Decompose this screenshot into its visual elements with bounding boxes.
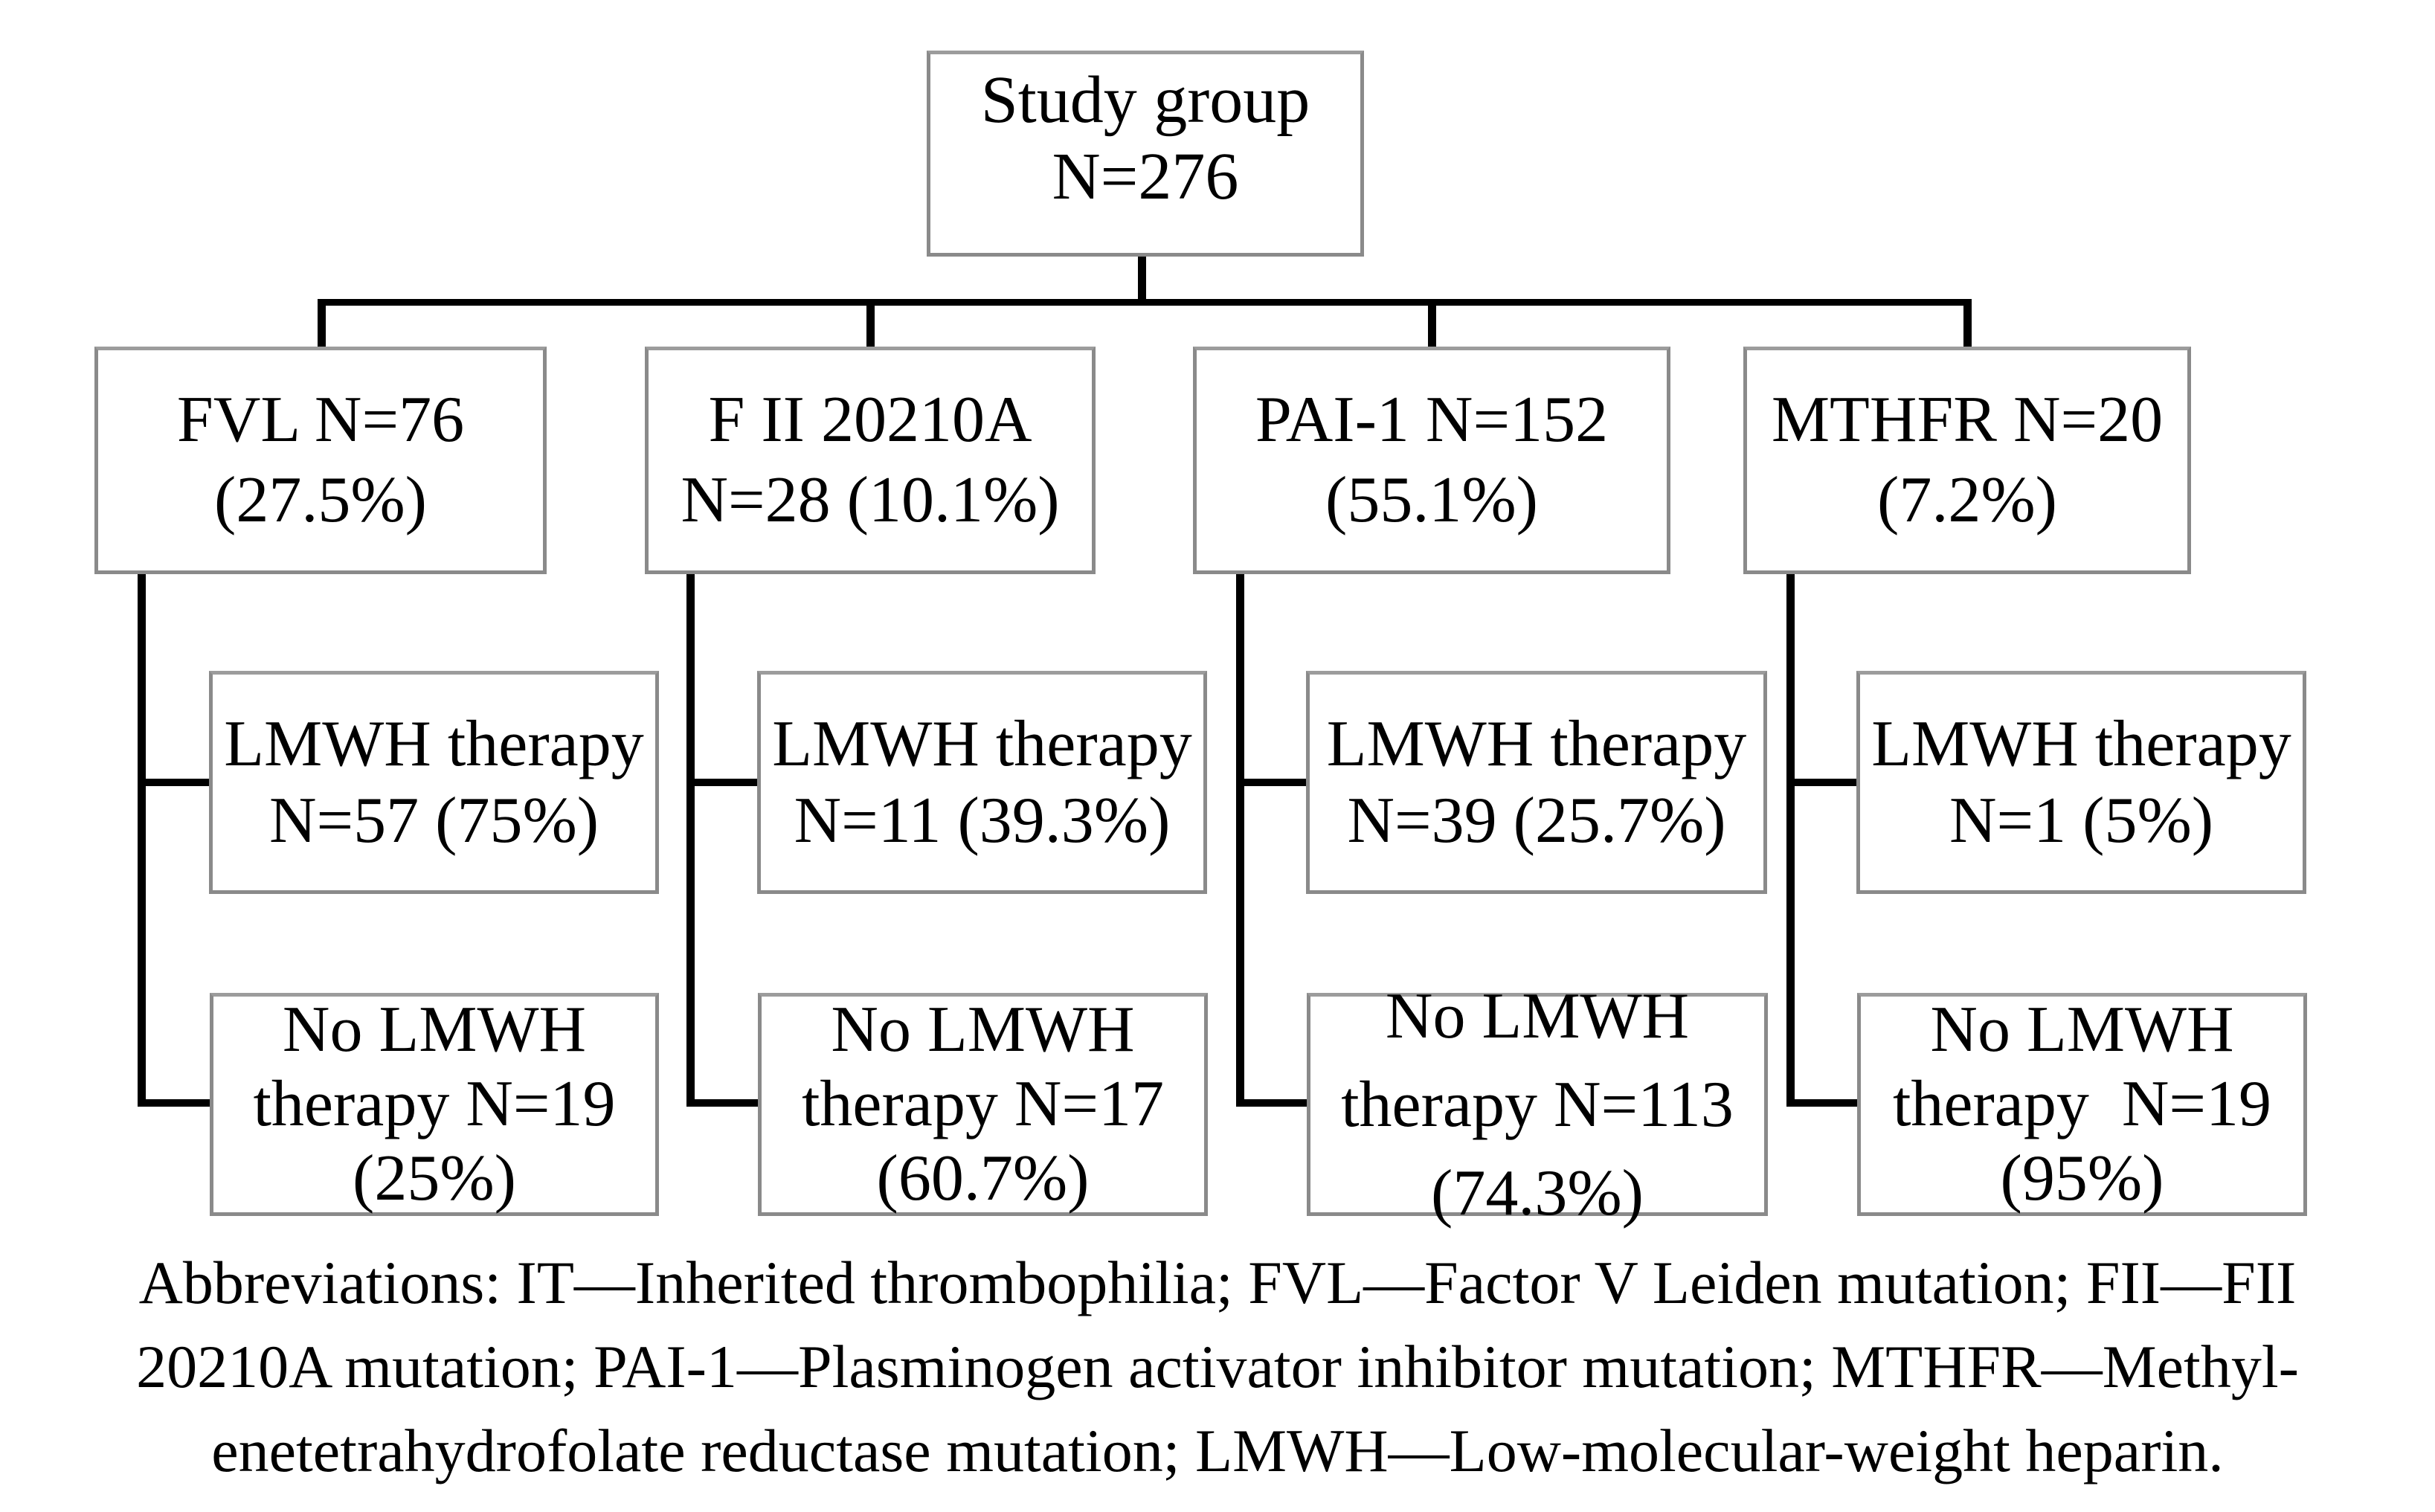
caption-line-2: 20210A mutation; PAI-1—Plasminogen activ… xyxy=(136,1333,2299,1400)
nolmwh-fii-line2: therapy N=17 xyxy=(801,1068,1165,1140)
node-lmwh-fii: LMWH therapy N=11 (39.3%) xyxy=(757,671,1207,894)
node-mthfr-group: MTHFR N=20 (7.2%) xyxy=(1743,347,2191,574)
nolmwh-fvl-line2: therapy N=19 xyxy=(253,1068,616,1140)
lmwh-fii-count: N=11 (39.3%) xyxy=(794,785,1171,857)
pai1-group-percent: (55.1%) xyxy=(1325,464,1538,536)
node-lmwh-mthfr: LMWH therapy N=1 (5%) xyxy=(1856,671,2306,894)
lmwh-fvl-count: N=57 (75%) xyxy=(268,785,599,857)
node-fii-group: F II 20210A N=28 (10.1%) xyxy=(645,347,1096,574)
mthfr-group-percent: (7.2%) xyxy=(1877,464,2057,536)
nolmwh-fvl-line1: No LMWH xyxy=(282,994,587,1066)
caption-line-1: Abbreviations: IT—Inherited thrombophili… xyxy=(138,1249,2297,1316)
connector-stub-nolmwh-col3 xyxy=(1236,1099,1310,1107)
connector-distribution-bar xyxy=(318,299,1972,306)
node-lmwh-fvl: LMWH therapy N=57 (75%) xyxy=(209,671,659,894)
fii-group-label: F II 20210A xyxy=(708,384,1032,456)
node-nolmwh-fii: No LMWH therapy N=17 (60.7%) xyxy=(758,993,1208,1216)
node-nolmwh-mthfr: No LMWH therapy N=19 (95%) xyxy=(1857,993,2307,1216)
connector-stub-lmwh-col1 xyxy=(138,779,212,786)
nolmwh-fvl-line3: (25%) xyxy=(353,1142,516,1215)
lmwh-fii-label: LMWH therapy xyxy=(772,708,1192,780)
connector-stub-nolmwh-col2 xyxy=(686,1099,761,1107)
connector-drop-fii xyxy=(866,304,875,347)
connector-drop-pai1 xyxy=(1428,304,1436,347)
lmwh-mthfr-label: LMWH therapy xyxy=(1871,708,2291,780)
connector-drop-mthfr xyxy=(1963,304,1972,347)
pai1-group-label: PAI-1 N=152 xyxy=(1255,384,1609,456)
nolmwh-pai1-line3: (74.3%) xyxy=(1431,1156,1644,1229)
nolmwh-pai1-line1: No LMWH xyxy=(1385,979,1690,1052)
nolmwh-fii-line1: No LMWH xyxy=(831,994,1135,1066)
connector-spine-col1 xyxy=(138,574,146,1107)
node-fvl-group: FVL N=76 (27.5%) xyxy=(94,347,547,574)
node-study-group: Study group N=276 xyxy=(927,51,1364,257)
node-lmwh-pai1: LMWH therapy N=39 (25.7%) xyxy=(1306,671,1767,894)
fii-group-percent: N=28 (10.1%) xyxy=(681,464,1060,536)
study-group-label: Study group xyxy=(980,62,1310,137)
connector-stub-lmwh-col3 xyxy=(1236,779,1309,786)
node-nolmwh-pai1: No LMWH therapy N=113 (74.3%) xyxy=(1307,980,1768,1229)
caption-line-3: enetetrahydrofolate reductase mutation; … xyxy=(211,1417,2224,1484)
connector-drop-fvl xyxy=(318,304,326,347)
fvl-group-percent: (27.5%) xyxy=(214,464,427,536)
connector-stub-lmwh-col2 xyxy=(686,779,760,786)
nolmwh-mthfr-line3: (95%) xyxy=(2000,1142,2164,1215)
node-pai1-group: PAI-1 N=152 (55.1%) xyxy=(1193,347,1670,574)
study-group-count: N=276 xyxy=(1052,139,1239,213)
connector-stub-lmwh-col4 xyxy=(1786,779,1859,786)
nolmwh-fii-line3: (60.7%) xyxy=(876,1142,1090,1215)
fvl-group-label: FVL N=76 xyxy=(176,384,465,456)
nolmwh-pai1-line2: therapy N=113 xyxy=(1341,1068,1734,1141)
lmwh-pai1-label: LMWH therapy xyxy=(1326,708,1747,780)
mthfr-group-label: MTHFR N=20 xyxy=(1771,384,2164,456)
lmwh-fvl-label: LMWH therapy xyxy=(224,708,644,780)
lmwh-mthfr-count: N=1 (5%) xyxy=(1949,785,2214,857)
connector-spine-col2 xyxy=(686,574,695,1107)
connector-spine-col3 xyxy=(1236,574,1244,1107)
abbreviations-caption: Abbreviations: IT—Inherited thrombophili… xyxy=(0,1241,2435,1493)
connector-stub-nolmwh-col4 xyxy=(1786,1099,1860,1107)
nolmwh-mthfr-line1: No LMWH xyxy=(1930,994,2234,1066)
node-nolmwh-fvl: No LMWH therapy N=19 (25%) xyxy=(210,993,659,1216)
connector-root-stub xyxy=(1138,257,1146,300)
connector-stub-nolmwh-col1 xyxy=(138,1099,213,1107)
nolmwh-mthfr-line2: therapy N=19 xyxy=(1892,1068,2272,1140)
connector-spine-col4 xyxy=(1786,574,1795,1107)
lmwh-pai1-count: N=39 (25.7%) xyxy=(1347,785,1726,857)
